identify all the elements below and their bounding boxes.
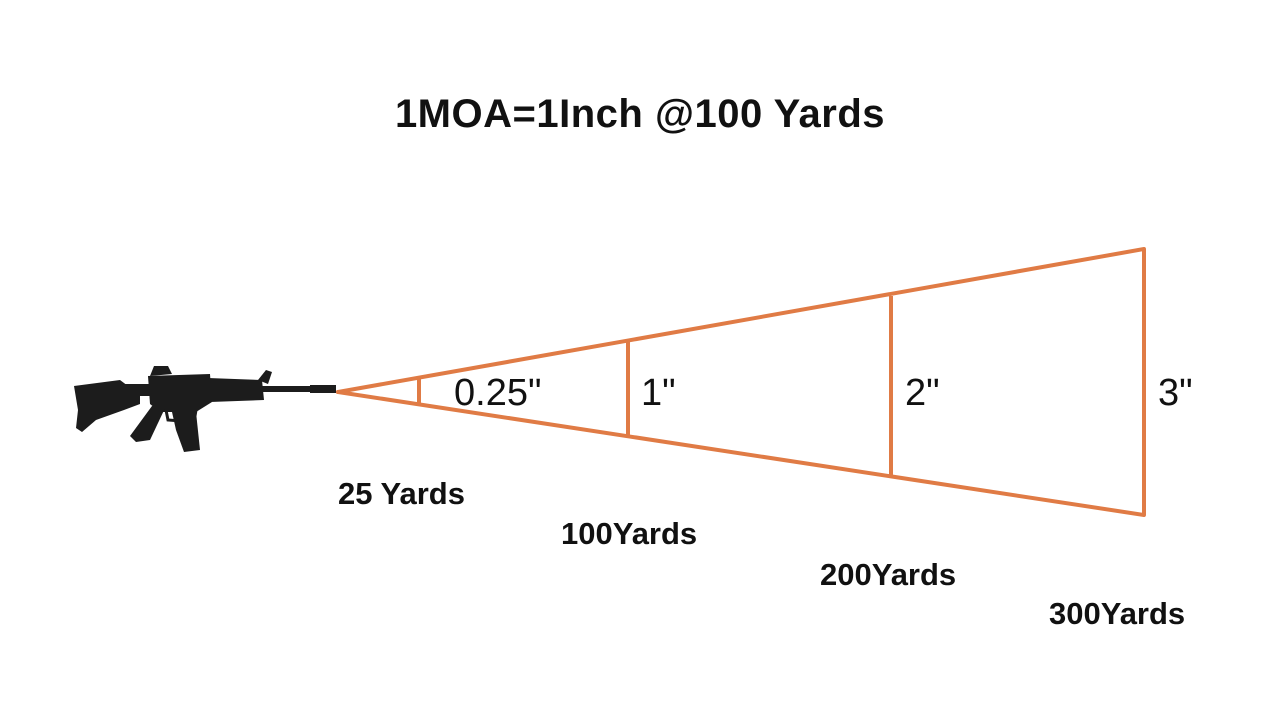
cone-upper-edge bbox=[336, 247, 1146, 394]
distance-label-25: 25 Yards bbox=[338, 476, 465, 511]
size-label-25: 0.25" bbox=[454, 372, 542, 414]
size-label-300: 3" bbox=[1158, 372, 1193, 414]
diagram-title: 1MOA=1Inch @100 Yards bbox=[394, 92, 886, 136]
distance-label-200: 200Yards bbox=[820, 557, 957, 592]
cone-lower-edge bbox=[336, 390, 1146, 517]
distance-label-100: 100Yards bbox=[561, 516, 698, 551]
distance-label-300: 300Yards bbox=[1049, 596, 1186, 631]
size-label-100: 1" bbox=[641, 372, 676, 414]
size-label-200: 2" bbox=[905, 372, 940, 414]
